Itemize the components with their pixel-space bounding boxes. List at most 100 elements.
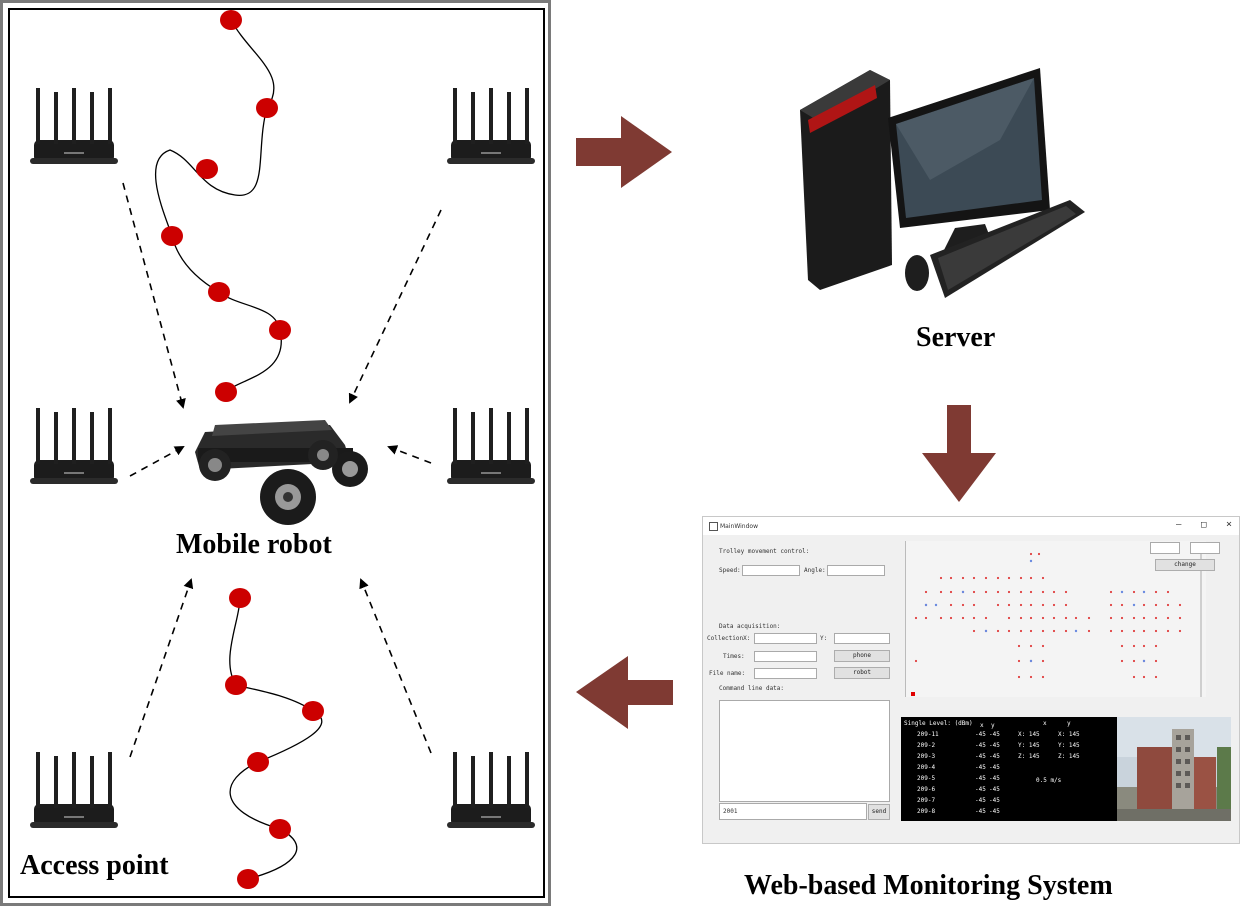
console-row-a: -45 xyxy=(975,786,986,793)
console-row-b: -45 xyxy=(989,786,1000,793)
command-output-area[interactable] xyxy=(719,700,890,802)
arrow-left-icon xyxy=(576,656,673,729)
waypoint xyxy=(247,752,269,772)
arrow-down-icon xyxy=(922,405,996,502)
building-photo xyxy=(1117,717,1231,821)
console-row-b: -45 xyxy=(989,775,1000,782)
app-icon xyxy=(709,522,718,531)
waypoint xyxy=(237,869,259,889)
console-row-id: 209-2 xyxy=(917,742,936,749)
console-coord-left: X: 145 xyxy=(1018,731,1040,738)
console-speed: 0.5 m/s xyxy=(1036,777,1062,784)
waypoint xyxy=(161,226,183,246)
map-y-input[interactable] xyxy=(1190,542,1220,554)
console-col-y2: y xyxy=(1067,720,1071,727)
monitoring-window: MainWindow – □ × Trolley movement contro… xyxy=(702,516,1240,844)
signal-arrow xyxy=(129,446,185,477)
console-row-a: -45 xyxy=(975,753,986,760)
desktop-computer-icon xyxy=(800,68,1085,298)
y-input[interactable] xyxy=(834,633,890,644)
router-icon-middle-right xyxy=(447,408,535,484)
console-row-b: -45 xyxy=(989,808,1000,815)
waypoint xyxy=(302,701,324,721)
times-input[interactable] xyxy=(754,651,817,662)
command-input[interactable]: 2001 xyxy=(719,803,867,820)
waypoint xyxy=(225,675,247,695)
waypoint xyxy=(269,819,291,839)
maximize-button[interactable]: □ xyxy=(1201,520,1207,530)
router-icon-bottom-left xyxy=(30,752,118,828)
signal-level-console: Single Level: (dBm) x y x y 209-11 -45 -… xyxy=(901,717,1117,821)
console-row-id: 209-3 xyxy=(917,753,936,760)
map-x-input[interactable] xyxy=(1150,542,1180,554)
waypoint xyxy=(229,588,251,608)
waypoint xyxy=(269,320,291,340)
collection-x-label: CollectionX: xyxy=(707,635,751,642)
server-label: Server xyxy=(916,322,996,353)
times-label: Times: xyxy=(723,653,745,660)
window-title: MainWindow xyxy=(720,523,758,530)
trolley-control-label: Trolley movement control: xyxy=(719,548,810,555)
console-row-a: -45 xyxy=(975,764,986,771)
send-button[interactable]: send xyxy=(868,804,890,820)
console-row-id: 209-5 xyxy=(917,775,936,782)
console-row-b: -45 xyxy=(989,731,1000,738)
router-icon-top-right xyxy=(447,88,535,164)
command-line-label: Command line data: xyxy=(719,685,785,692)
robot-position-marker xyxy=(911,692,915,696)
router-icon-middle-left xyxy=(30,408,118,484)
signal-arrow xyxy=(348,209,442,404)
y-label: Y: xyxy=(820,635,828,642)
console-row-b: -45 xyxy=(989,753,1000,760)
change-button[interactable]: change xyxy=(1155,559,1215,571)
console-row-id: 209-11 xyxy=(917,731,939,738)
arrow-right-icon xyxy=(576,116,672,188)
data-acquisition-label: Data acquisition: xyxy=(719,623,781,630)
console-col-y: y xyxy=(991,722,995,729)
console-row-b: -45 xyxy=(989,742,1000,749)
console-row-id: 209-4 xyxy=(917,764,936,771)
waypoint xyxy=(196,159,218,179)
console-row-b: -45 xyxy=(989,764,1000,771)
waypoint xyxy=(256,98,278,118)
signal-arrow xyxy=(129,578,194,758)
console-row-a: -45 xyxy=(975,797,986,804)
close-button[interactable]: × xyxy=(1226,519,1233,530)
console-coord-right: Y: 145 xyxy=(1058,742,1080,749)
angle-input[interactable] xyxy=(827,565,885,576)
reference-points xyxy=(924,559,1146,663)
console-coord-right: Z: 145 xyxy=(1058,753,1080,760)
console-row-a: -45 xyxy=(975,808,986,815)
console-header: Single Level: (dBm) xyxy=(904,720,973,727)
router-icon-top-left xyxy=(30,88,118,164)
command-input-value: 2001 xyxy=(723,808,738,815)
console-coord-left: Z: 145 xyxy=(1018,753,1040,760)
speed-input[interactable] xyxy=(742,565,800,576)
console-row-a: -45 xyxy=(975,775,986,782)
file-name-label: File name: xyxy=(709,670,746,677)
robot-car-icon xyxy=(195,420,368,525)
console-col-x2: x xyxy=(1043,720,1047,727)
waypoint xyxy=(215,382,237,402)
signal-arrows xyxy=(122,182,442,758)
waypoint xyxy=(208,282,230,302)
signal-arrow xyxy=(359,578,432,754)
file-name-input[interactable] xyxy=(754,668,817,679)
robot-button[interactable]: robot xyxy=(834,667,890,679)
collection-x-input[interactable] xyxy=(754,633,817,644)
trajectory-path-top xyxy=(154,19,282,393)
minimize-button[interactable]: – xyxy=(1176,520,1182,530)
environment-area xyxy=(8,8,545,898)
measurement-points xyxy=(914,552,1182,679)
monitoring-system-label: Web-based Monitoring System xyxy=(744,870,1113,901)
mobile-robot-label: Mobile robot xyxy=(176,529,332,560)
router-icon-bottom-right xyxy=(447,752,535,828)
signal-arrow xyxy=(122,182,186,409)
console-row-b: -45 xyxy=(989,797,1000,804)
phone-button[interactable]: phone xyxy=(834,650,890,662)
signal-arrow xyxy=(387,445,432,464)
access-point-label: Access point xyxy=(20,850,169,881)
console-row-id: 209-6 xyxy=(917,786,936,793)
window-titlebar: MainWindow – □ × xyxy=(703,517,1239,535)
